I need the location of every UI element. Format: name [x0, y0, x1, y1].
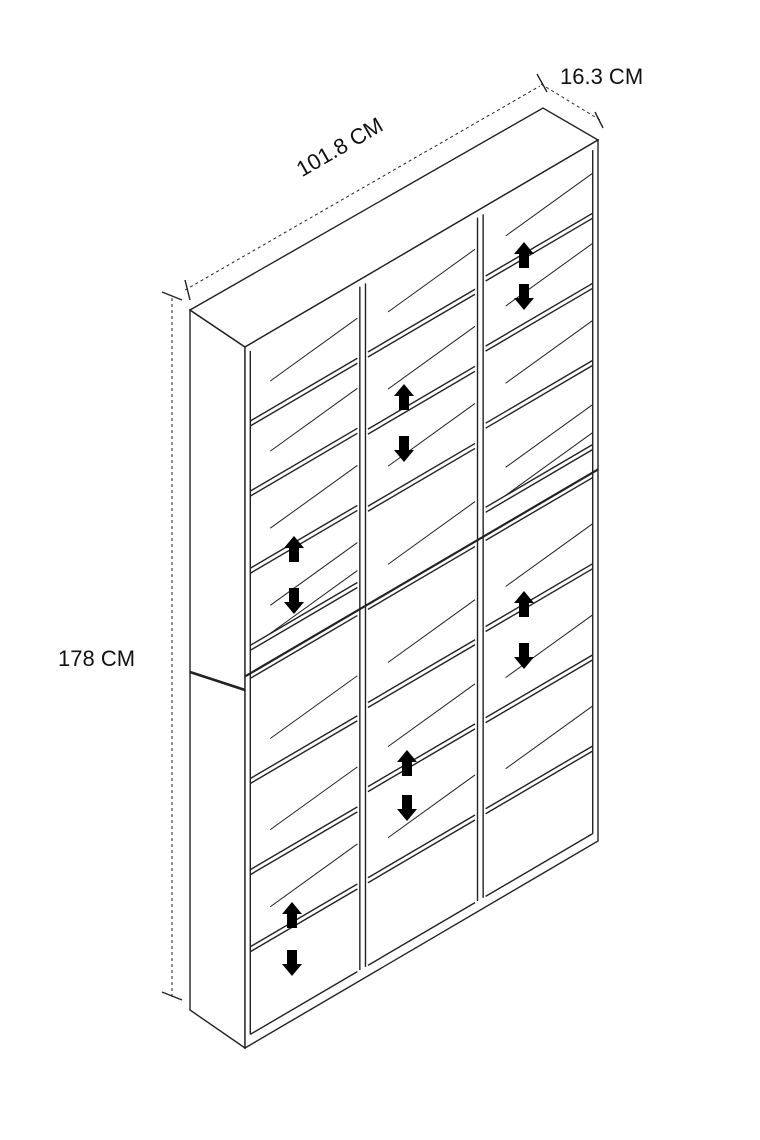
- depth-label: 16.3 CM: [560, 64, 644, 89]
- shelf-front-edge: [485, 745, 594, 810]
- shelf-back-edge: [270, 675, 358, 739]
- shelf-back-edge: [505, 320, 593, 384]
- dimension-tick: [184, 279, 191, 301]
- shelf-front-edge: [367, 814, 476, 879]
- shelf-front-edge: [249, 888, 358, 953]
- shelf-front-edge: [367, 447, 476, 512]
- arrow-down-icon: [394, 436, 414, 462]
- arrow-up-icon: [397, 750, 417, 776]
- shelf-front-edge: [367, 365, 476, 430]
- dimension-tick: [536, 73, 548, 93]
- shelf-back-edge: [387, 248, 476, 313]
- arrow-up-icon: [514, 242, 534, 268]
- shelf-front-edge: [249, 715, 358, 780]
- shelf-front-edge: [485, 659, 594, 724]
- shelf-front-edge: [485, 212, 594, 277]
- arrow-up-icon: [284, 536, 304, 562]
- shelf-front-edge: [249, 509, 358, 574]
- shelf-front-edge: [249, 362, 358, 427]
- shelf-front-edge: [485, 476, 594, 541]
- height-label: 178 CM: [58, 646, 136, 671]
- dimension-tick: [161, 991, 183, 1001]
- shelf-front-edge: [367, 644, 476, 709]
- shelf-front-edge: [367, 819, 476, 884]
- shelf-back-edge: [270, 387, 358, 452]
- shelf-front-edge: [485, 217, 594, 282]
- shelf-front-edge: [485, 563, 594, 628]
- shelf-front-edge: [367, 545, 476, 610]
- shelf-front-edge: [249, 586, 358, 651]
- shelf-front-edge: [485, 364, 594, 429]
- shelf-back-edge: [505, 614, 593, 679]
- shelf-back-edge: [270, 570, 358, 634]
- shelf-back-edge: [270, 465, 358, 529]
- shelf-front-edge: [367, 723, 476, 788]
- shelf-front-edge: [249, 883, 358, 948]
- side-panel: [189, 308, 246, 1050]
- side-seam: [189, 670, 246, 692]
- arrow-down-icon: [514, 643, 534, 669]
- arrow-up-icon: [282, 902, 302, 928]
- shelf-front-edge: [249, 614, 358, 679]
- arrow-down-icon: [282, 950, 302, 976]
- shelf-back-edge: [387, 325, 476, 390]
- shelf-front-edge: [485, 443, 594, 508]
- shelf-front-edge: [367, 370, 476, 435]
- shelf-back-edge: [270, 843, 358, 908]
- shelf-front-edge: [485, 287, 594, 352]
- shelf-front-edge: [485, 568, 594, 633]
- shelf-front-edge: [367, 442, 476, 507]
- bottom-edge: [367, 901, 476, 966]
- arrow-down-icon: [284, 588, 304, 614]
- shelf-back-edge: [505, 705, 593, 770]
- shelf-front-edge: [249, 432, 358, 497]
- shelf-front-edge: [249, 806, 358, 871]
- shelf-front-edge: [485, 359, 594, 424]
- arrow-up-icon: [394, 384, 414, 410]
- arrow-up-icon: [514, 591, 534, 617]
- shelf-front-edge: [249, 811, 358, 876]
- shelf-back-edge: [387, 774, 476, 839]
- bottom-edge: [485, 832, 594, 897]
- shelf-back-edge: [505, 523, 593, 587]
- arrow-down-icon: [514, 284, 534, 310]
- shelf-back-edge: [387, 683, 476, 748]
- shelf-front-edge: [485, 448, 594, 513]
- shelf-back-edge: [505, 172, 593, 237]
- shelf-front-edge: [367, 639, 476, 704]
- shelf-front-edge: [249, 357, 358, 422]
- width-dimension-line: [184, 85, 541, 291]
- shelf-front-edge: [249, 581, 358, 646]
- bottom-edge: [249, 970, 358, 1035]
- shelf-back-edge: [387, 599, 476, 663]
- dimension-tick: [161, 291, 183, 301]
- shelf-front-edge: [485, 750, 594, 815]
- shelf-back-edge: [270, 542, 358, 606]
- shelf-back-edge: [270, 766, 358, 831]
- shelf-back-edge: [505, 404, 593, 468]
- dimension-tick: [594, 111, 604, 129]
- shelf-back-edge: [387, 501, 476, 565]
- arrow-down-icon: [397, 795, 417, 821]
- shelf-front-edge: [367, 293, 476, 358]
- shelf-front-edge: [249, 504, 358, 569]
- shelf-back-edge: [505, 432, 593, 496]
- shelf-front-edge: [249, 427, 358, 492]
- shelf-front-edge: [367, 728, 476, 793]
- shelf-front-edge: [485, 654, 594, 719]
- shelf-back-edge: [270, 317, 358, 382]
- shelf-front-edge: [367, 288, 476, 353]
- shelf-front-edge: [485, 282, 594, 347]
- mid-seam: [244, 468, 599, 678]
- shelf-front-edge: [249, 720, 358, 785]
